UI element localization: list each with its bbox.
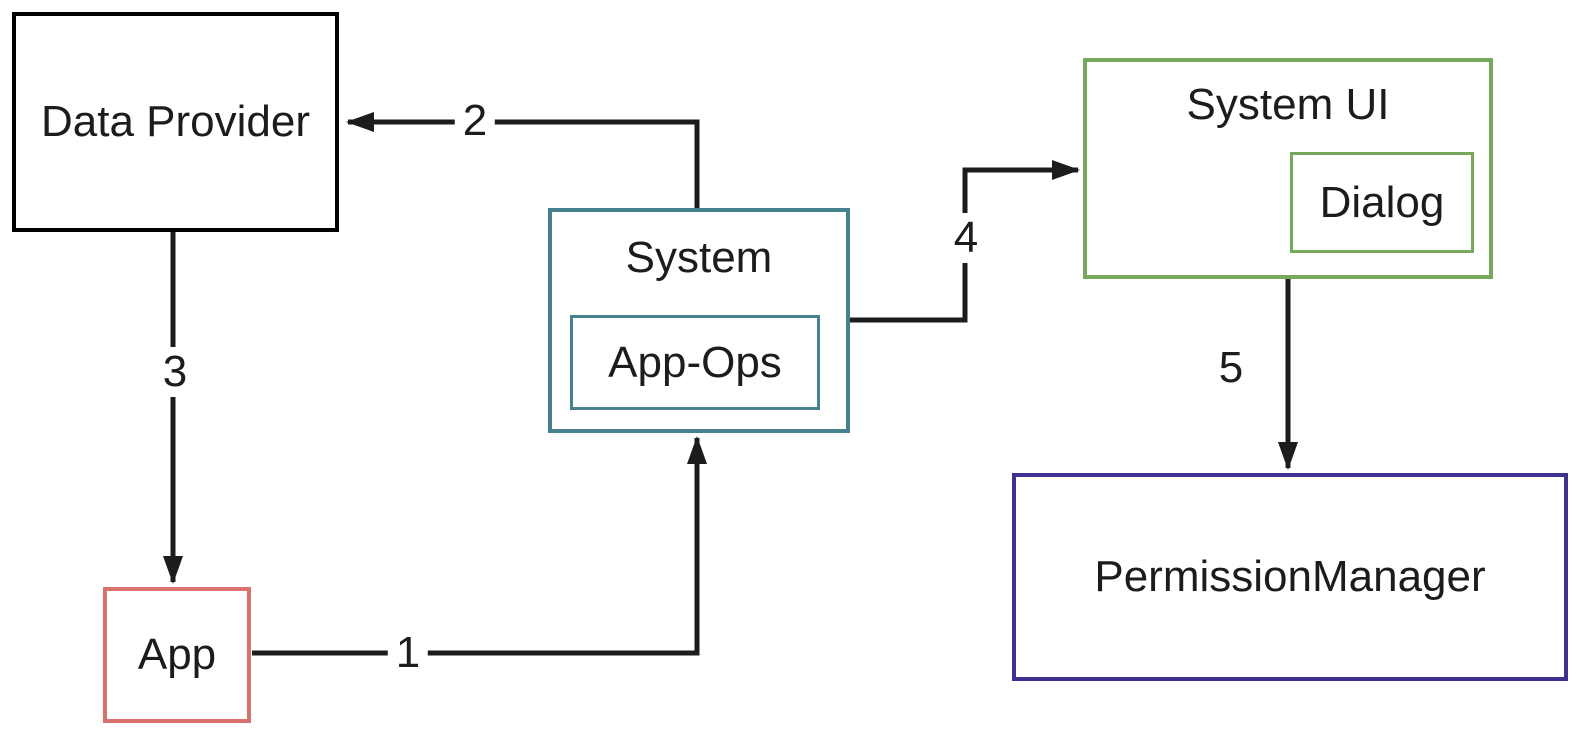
node-app-ops-label: App-Ops — [608, 337, 782, 387]
node-app-label: App — [137, 630, 217, 679]
node-permission-manager-label: PermissionManager — [1094, 552, 1486, 601]
edge-label-2: 2 — [454, 96, 496, 146]
node-system-ui-label: System UI — [1186, 80, 1390, 129]
edge-label-5: 5 — [1210, 343, 1252, 393]
node-system-ui: System UI Dialog — [1083, 58, 1493, 279]
node-data-provider-label: Data Provider — [40, 97, 310, 146]
node-app: App — [103, 587, 251, 723]
node-data-provider: Data Provider — [12, 12, 339, 232]
edge-1-line — [252, 436, 707, 656]
edge-label-4: 4 — [945, 213, 987, 263]
node-permission-manager: PermissionManager — [1012, 473, 1568, 681]
node-system-label: System — [625, 233, 773, 282]
edge-label-1: 1 — [387, 628, 429, 678]
node-dialog-label: Dialog — [1319, 177, 1445, 227]
edge-label-3: 3 — [154, 347, 196, 397]
node-dialog: Dialog — [1290, 152, 1474, 253]
node-app-ops: App-Ops — [570, 315, 820, 410]
edge-2-line — [346, 112, 700, 210]
node-system: System App-Ops — [548, 208, 850, 433]
